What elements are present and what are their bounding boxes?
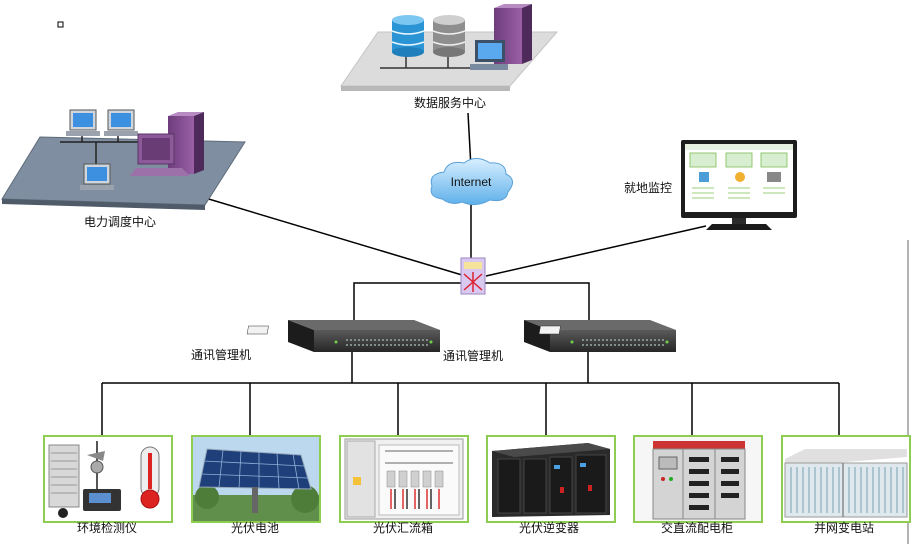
data-center-group [340, 4, 559, 91]
internet-cloud-icon [430, 158, 513, 206]
device-card-distribution-cabinet [633, 435, 763, 523]
distribution-cabinet-icon [635, 437, 761, 521]
device-label-6: 并网变电站 [813, 521, 874, 535]
workstation-icon [470, 40, 508, 70]
data-center-label: 数据服务中心 [414, 96, 487, 110]
device-card-inverter [486, 435, 616, 523]
combiner-box-icon [344, 438, 464, 520]
line-monitor-hub [485, 225, 707, 277]
substation-icon [783, 437, 909, 521]
inverter-icon [492, 443, 610, 517]
dispatch-platform [1, 136, 246, 206]
internet-label: Internet [451, 175, 492, 189]
weather-station-icon [48, 441, 160, 518]
line-datacenter-internet [467, 112, 472, 169]
pc-icon-1 [66, 109, 100, 136]
database-blue-icon [391, 15, 425, 57]
corner-mark [57, 21, 64, 28]
device-card-weather-station [43, 435, 173, 523]
device-label-5: 交直流配电柜 [660, 521, 733, 535]
device-card-substation [781, 435, 911, 523]
pc-icon-3 [80, 163, 114, 190]
comm-switch-right-icon [524, 320, 676, 352]
device-label-2: 光伏电池 [230, 521, 279, 535]
device-label-3: 光伏汇流箱 [372, 521, 433, 535]
monitor-screen-icon [681, 140, 797, 230]
comm-manager-right-label: 通讯管理机 [443, 349, 504, 363]
database-gray-icon [432, 15, 466, 57]
device-label-1: 环境检测仪 [76, 521, 137, 535]
comm-manager-left-label: 通讯管理机 [191, 348, 252, 362]
device-card-combiner-box [339, 435, 469, 523]
line-dispatch-hub [201, 196, 463, 276]
solar-panel-icon [193, 437, 319, 521]
router-hub-icon [460, 257, 486, 295]
local-monitor-label: 就地监控 [624, 181, 673, 195]
comm-switch-left-icon [246, 320, 440, 352]
pc-icon-2 [104, 109, 138, 136]
device-label-4: 光伏逆变器 [518, 521, 579, 535]
server-workstation-icon [130, 112, 204, 176]
device-card-solar-panel [191, 435, 321, 523]
dispatch-center-group [1, 109, 246, 210]
dispatch-center-label: 电力调度中心 [84, 215, 157, 229]
